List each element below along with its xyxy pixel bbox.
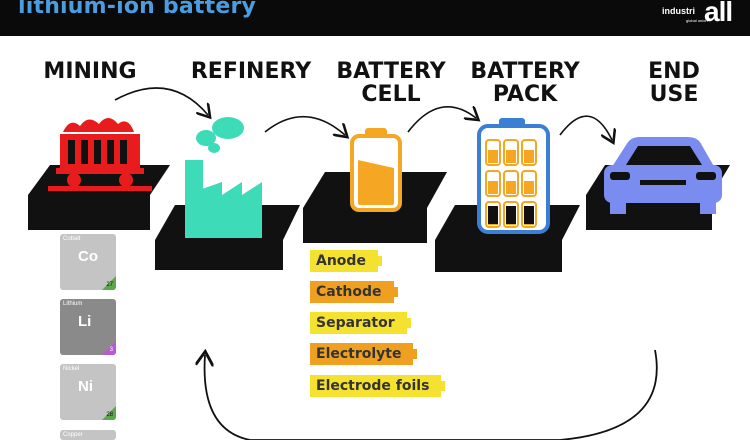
logo-subtitle: global union [686,18,708,23]
element-name: Nickel [63,366,80,372]
industriall-logo: industri global union all [662,0,733,34]
stage-label-mining: MINING [43,59,137,84]
stage-label-battery-cell: BATTERY CELL [336,59,446,107]
car-icon [604,137,722,214]
mining-cart-icon [48,118,152,191]
component-anode: Anode [310,250,382,272]
element-tile-cobalt: Cobalt Co 27 [60,234,116,290]
stage-label-battery-pack: BATTERY PACK [470,59,580,107]
arrow-mining-to-refinery [114,87,208,115]
factory-icon [185,117,262,238]
page-title: lithium-ion battery [18,0,257,19]
element-tile-nickel: Nickel Ni 28 [60,364,116,420]
component-cathode: Cathode [310,281,398,303]
platform-mining [28,165,170,230]
logo-text: industri [662,6,695,16]
arrow-pack-to-enduse [559,115,612,140]
stage-label-refinery: REFINERY [190,59,312,84]
component-electrolyte: Electrolyte [310,343,418,365]
element-number: 3 [109,347,113,353]
battery-cell-icon [350,128,402,212]
header-bar: lithium-ion battery industri global unio… [0,0,750,36]
stage-label-end-use: END USE [648,59,700,107]
arrow-refinery-to-cell [264,115,345,135]
element-symbol: Co [78,248,98,265]
logo-mark: all [704,0,733,27]
element-name: Cobalt [63,236,81,242]
element-tile-lithium: Lithium Li 3 [60,299,116,355]
arrow-cell-to-pack [407,107,476,133]
element-symbol: Ni [78,378,93,395]
element-number: 28 [106,412,113,418]
battery-pack-icon [477,118,550,234]
element-symbol: Li [78,313,92,330]
element-number: 27 [106,282,113,288]
component-separator: Separator [310,312,411,334]
element-tile-partial: Copper [60,430,116,440]
element-name: Copper [63,432,83,438]
element-name: Lithium [63,301,83,307]
component-electrode-foils: Electrode foils [310,375,446,397]
